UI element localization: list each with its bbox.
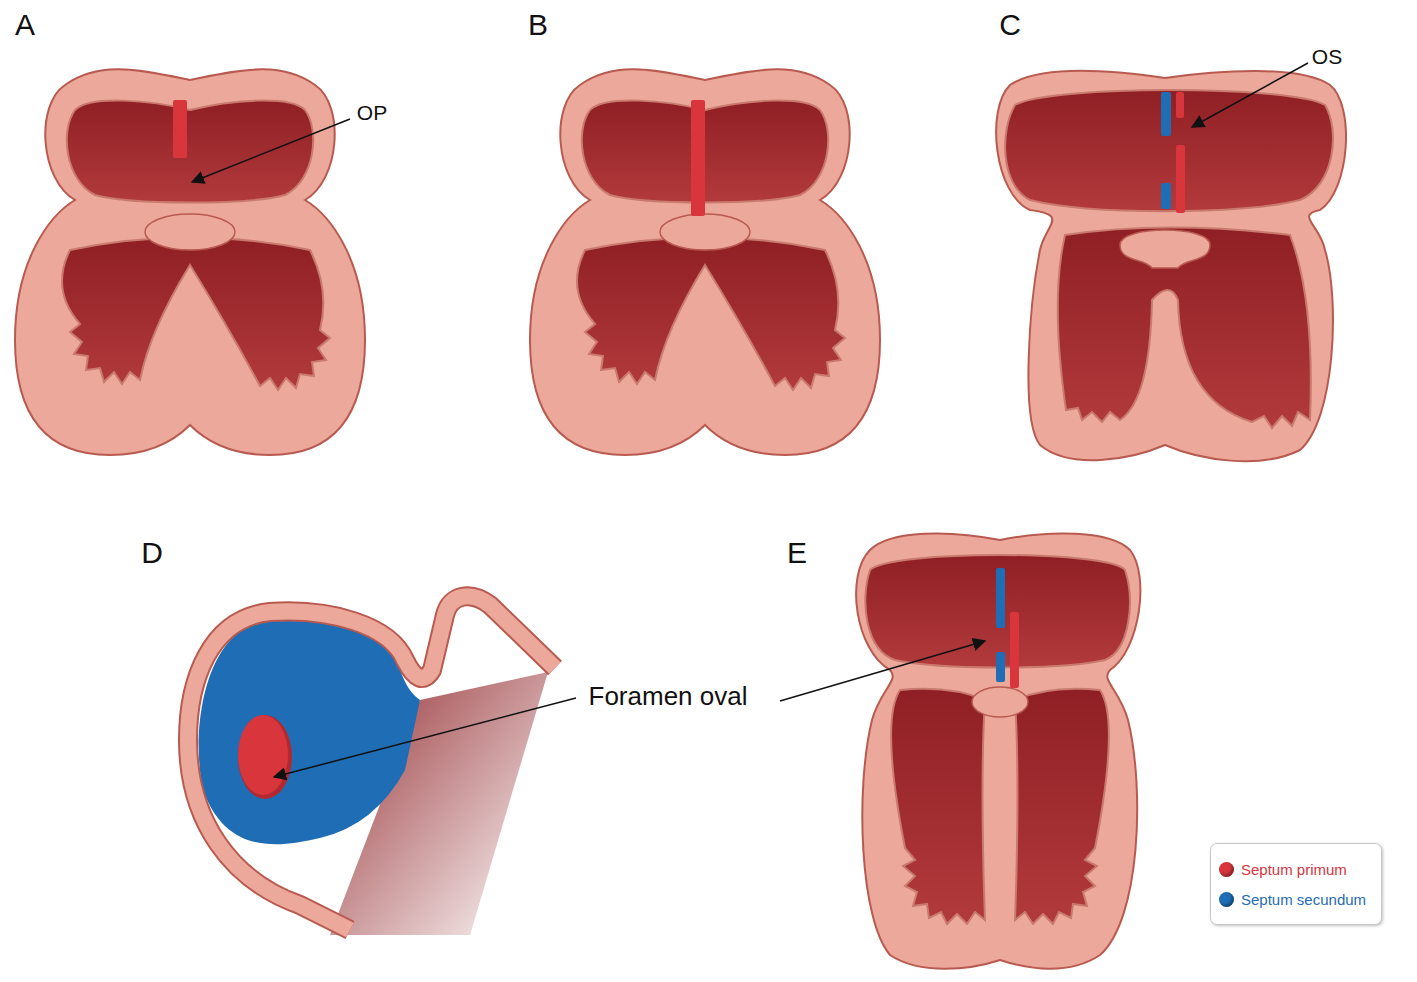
heart-c — [996, 71, 1346, 461]
panel-letter: A — [15, 10, 35, 40]
panel-letter: C — [999, 10, 1021, 40]
legend-text: Septum primum — [1241, 861, 1347, 878]
atrial-wall-d — [188, 596, 555, 935]
callout-label: Foramen oval — [589, 683, 748, 709]
callout-label: OP — [357, 102, 387, 123]
legend-entry: Septum primum — [1219, 854, 1373, 884]
legend-swatch — [1219, 862, 1234, 877]
panel-letter: E — [787, 538, 807, 568]
legend-box: Septum primumSeptum secundum — [1210, 843, 1382, 925]
heart-b — [530, 69, 880, 455]
heart-e — [856, 533, 1140, 968]
leader-lines — [192, 63, 1308, 777]
legend-swatch — [1219, 892, 1234, 907]
panel-letter: D — [141, 538, 163, 568]
panel-letter: B — [528, 10, 548, 40]
callout-label: OS — [1312, 46, 1342, 67]
legend-text: Septum secundum — [1241, 891, 1366, 908]
legend-entry: Septum secundum — [1219, 884, 1373, 914]
heart-a — [15, 69, 365, 455]
